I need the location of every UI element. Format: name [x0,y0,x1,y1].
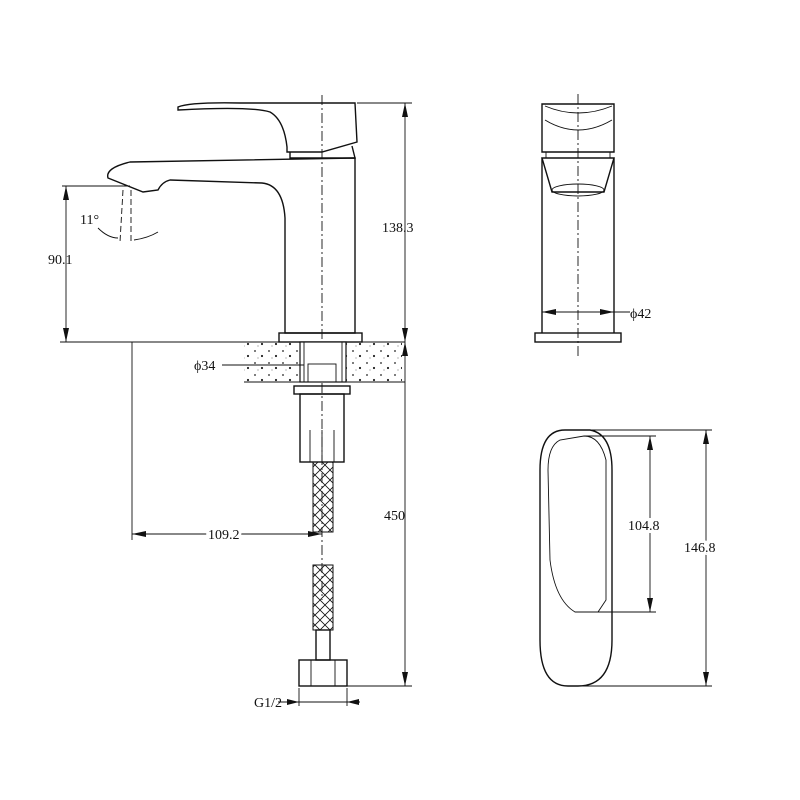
dimensions-side: 138.3 450 90.1 11° 109.2 ϕ34 G1/2 [48,102,414,711]
side-view [60,95,405,687]
hose-lower [312,564,334,631]
hose-upper [312,461,334,533]
dim-total-height: 138.3 [382,221,414,236]
base-plate [278,332,363,343]
dim-handle-inner: 104.8 [628,519,660,534]
hex-nut [298,659,348,687]
dim-hole-diameter: ϕ34 [194,359,215,374]
spout-body [106,157,356,334]
dim-spout-reach: 109.2 [208,528,240,543]
handle-lever [177,102,358,153]
dim-spout-height: 90.1 [48,253,73,268]
dim-connector: G1/2 [254,696,282,711]
front-view: ϕ42 [534,94,651,358]
dim-handle-length: 146.8 [684,541,716,556]
top-view: 104.8 146.8 [539,429,719,687]
dim-spout-angle: 11° [80,213,99,228]
dim-hose-length: 450 [384,509,405,524]
dim-body-diameter: ϕ42 [630,307,651,322]
